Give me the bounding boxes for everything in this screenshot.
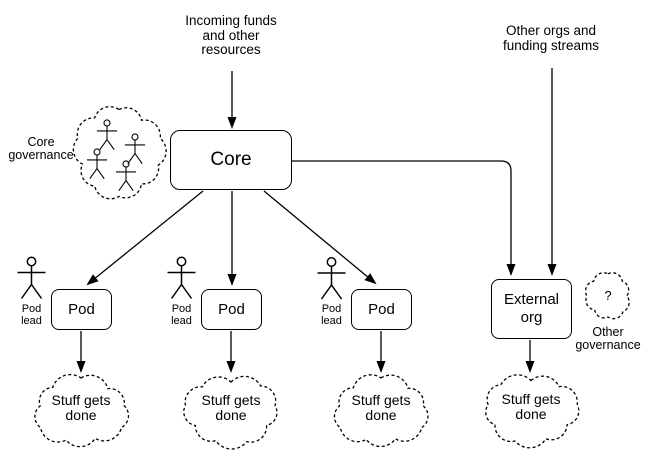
person-icon <box>316 257 347 300</box>
pod-node-3: Pod <box>351 289 412 330</box>
pod-lead-label-2: Pod lead <box>171 303 192 327</box>
person-icon <box>86 148 108 180</box>
stuff-gets-done-cloud-2 <box>183 375 278 450</box>
person-icon <box>166 256 197 300</box>
stuff-gets-done-label-1: Stuff gets done <box>51 392 111 423</box>
arrow-core-to-external-org <box>292 160 516 276</box>
stuff-gets-done-cloud-1 <box>34 373 130 448</box>
core-governance-label: Core governance <box>8 135 74 162</box>
person-icon <box>115 160 137 192</box>
core-governance-cloud <box>72 106 167 200</box>
stuff-gets-done-label-4: Stuff gets done <box>501 391 561 422</box>
stuff-gets-done-cloud-3 <box>333 374 429 448</box>
pod-node-1: Pod <box>51 289 112 330</box>
other-governance-label: Other governance <box>575 325 641 352</box>
question-mark-label: ? <box>604 288 612 303</box>
person-icon <box>96 119 118 151</box>
pod-node-2: Pod <box>201 289 262 330</box>
other-governance-cloud <box>584 272 630 320</box>
stuff-gets-done-label-3: Stuff gets done <box>351 392 411 423</box>
pod-lead-label-3: Pod lead <box>321 303 342 327</box>
incoming-funds-label: Incoming funds and other resources <box>185 13 277 57</box>
other-orgs-label: Other orgs and funding streams <box>502 23 600 53</box>
core-node: Core <box>170 130 292 190</box>
person-icon <box>16 256 47 300</box>
stuff-gets-done-cloud-4 <box>485 374 580 449</box>
arrow-core-to-pod-1 <box>86 190 204 286</box>
arrow-core-to-pod-3 <box>263 190 377 285</box>
stuff-gets-done-label-2: Stuff gets done <box>201 392 261 423</box>
person-icon <box>124 133 146 165</box>
external-org-node: External org <box>491 279 572 339</box>
pod-lead-label-1: Pod lead <box>21 303 42 327</box>
